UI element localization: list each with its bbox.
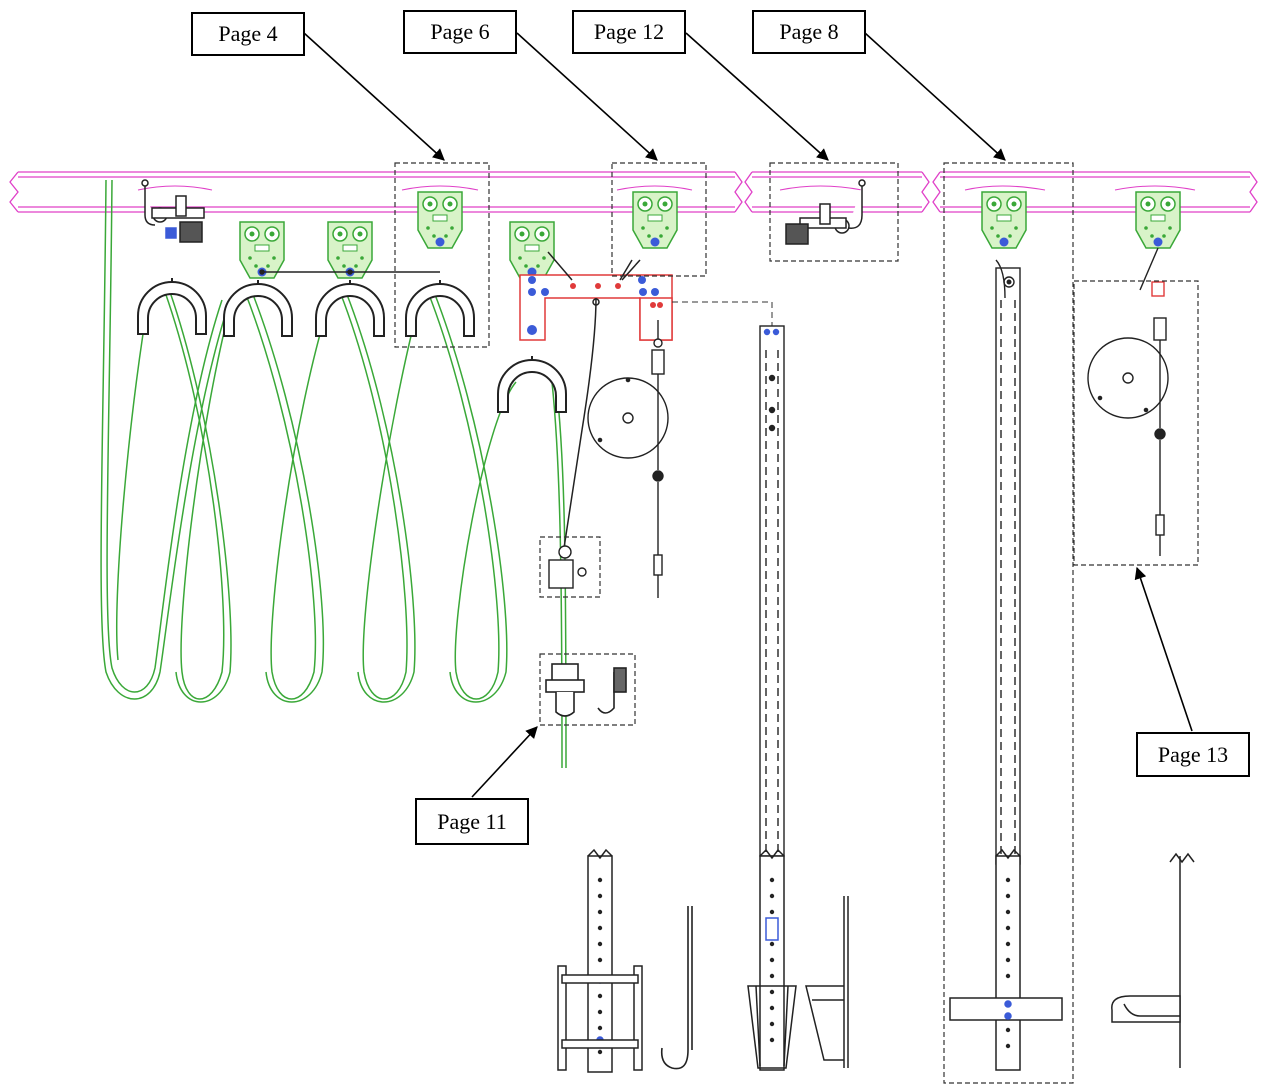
- bottom-holder-right: [1111, 852, 1195, 1068]
- bottom-stand-left: [557, 848, 643, 1073]
- detail-boxes: [394, 162, 1199, 1084]
- callout-arrows: [303, 32, 1193, 798]
- callout-page-12[interactable]: Page 12: [572, 10, 686, 54]
- bottom-post-center: [747, 848, 797, 1071]
- reel-icon-right: [1087, 247, 1169, 556]
- end-clamp-right: [785, 179, 866, 245]
- rope-clamp: [548, 545, 587, 589]
- track-rail: [9, 171, 1258, 213]
- saddles: [137, 277, 567, 413]
- support-cable: [563, 297, 600, 549]
- reel-icon-left: [587, 320, 669, 598]
- bottom-bracket-center: [805, 896, 849, 1068]
- end-clamp-left: [141, 179, 205, 243]
- hook-icon-parts: [545, 663, 627, 717]
- bottom-hook-left: [660, 906, 693, 1070]
- beam-post-right: [995, 259, 1021, 865]
- callout-page-11[interactable]: Page 11: [415, 798, 529, 845]
- callout-page-8[interactable]: Page 8: [752, 10, 866, 54]
- beam-post-center: [759, 325, 785, 857]
- callout-page-6[interactable]: Page 6: [403, 10, 517, 54]
- callout-page-4[interactable]: Page 4: [191, 12, 305, 56]
- green-cable-loops: [100, 179, 567, 769]
- tow-bars: [259, 269, 440, 275]
- callout-page-13[interactable]: Page 13: [1136, 732, 1250, 777]
- trolleys: [239, 191, 1181, 279]
- dashed-link: [672, 301, 773, 330]
- bottom-post-right: [949, 848, 1063, 1071]
